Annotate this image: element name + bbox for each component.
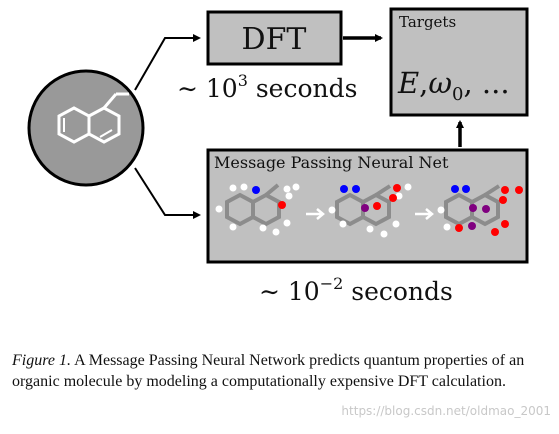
blue-atom: [352, 185, 360, 193]
input-molecule: [27, 69, 145, 187]
blue-atom: [462, 185, 470, 193]
mpnn-box: Message Passing Neural Net: [206, 148, 529, 264]
step-arrow-1: [306, 208, 325, 220]
step-arrow-2: [415, 208, 434, 220]
dft-time-exponent: 3: [238, 71, 248, 90]
red-atom: [499, 196, 507, 204]
arrow-to-dft: [134, 34, 201, 91]
target-energy: E: [397, 66, 419, 100]
mpnn-time-label: ∼ 10−2 seconds: [259, 274, 453, 306]
figure-caption: Figure 1. A Message Passing Neural Netwo…: [12, 350, 552, 392]
target-omega-subscript: 0: [452, 84, 463, 105]
red-atom: [389, 194, 397, 202]
caption-text: A Message Passing Neural Network predict…: [12, 352, 525, 390]
targets-title: Targets: [399, 13, 456, 31]
dft-time-prefix: ∼ 10: [177, 74, 238, 103]
dft-label: DFT: [242, 22, 307, 57]
purple-atom: [469, 204, 477, 212]
target-omega: ω: [428, 66, 452, 100]
dft-time-suffix: seconds: [248, 74, 358, 103]
blue-atom: [340, 185, 348, 193]
purple-atom: [468, 222, 476, 230]
red-atom: [393, 184, 401, 192]
blue-atom: [252, 186, 260, 194]
figure-label: Figure 1.: [12, 352, 71, 369]
red-atom: [491, 228, 499, 236]
dft-box: DFT: [206, 10, 343, 66]
dft-time-label: ∼ 103 seconds: [177, 71, 357, 103]
hydrogen-atoms: [215, 183, 300, 236]
targets-box: Targets E,ω0, ...: [389, 7, 529, 117]
red-atom: [501, 186, 509, 194]
red-atom: [501, 220, 509, 228]
molecule-state-2: [328, 183, 412, 238]
red-atom: [515, 186, 523, 194]
mpnn-diagram: DFT ∼ 103 seconds Targets E,ω0, ... Mess…: [27, 7, 529, 306]
red-atom: [278, 201, 286, 209]
blue-atom: [451, 185, 459, 193]
watermark: https://blog.csdn.net/oldmao_2001: [341, 404, 551, 418]
naphthalene-icon: [57, 92, 129, 144]
mpnn-time-prefix: ∼ 10: [259, 277, 320, 306]
target-ellipsis: , ...: [464, 66, 510, 100]
mpnn-time-suffix: seconds: [343, 277, 453, 306]
purple-atom: [361, 204, 369, 212]
purple-atom: [482, 205, 490, 213]
mpnn-title: Message Passing Neural Net: [214, 153, 449, 172]
mpnn-time-exponent: −2: [320, 274, 344, 293]
targets-formula: E,ω0, ...: [397, 66, 510, 105]
red-atom: [373, 202, 381, 210]
red-atom: [455, 224, 463, 232]
arrow-to-mpnn: [134, 167, 201, 219]
molecule-state-1: [215, 183, 300, 236]
molecule-state-3: [437, 184, 523, 236]
